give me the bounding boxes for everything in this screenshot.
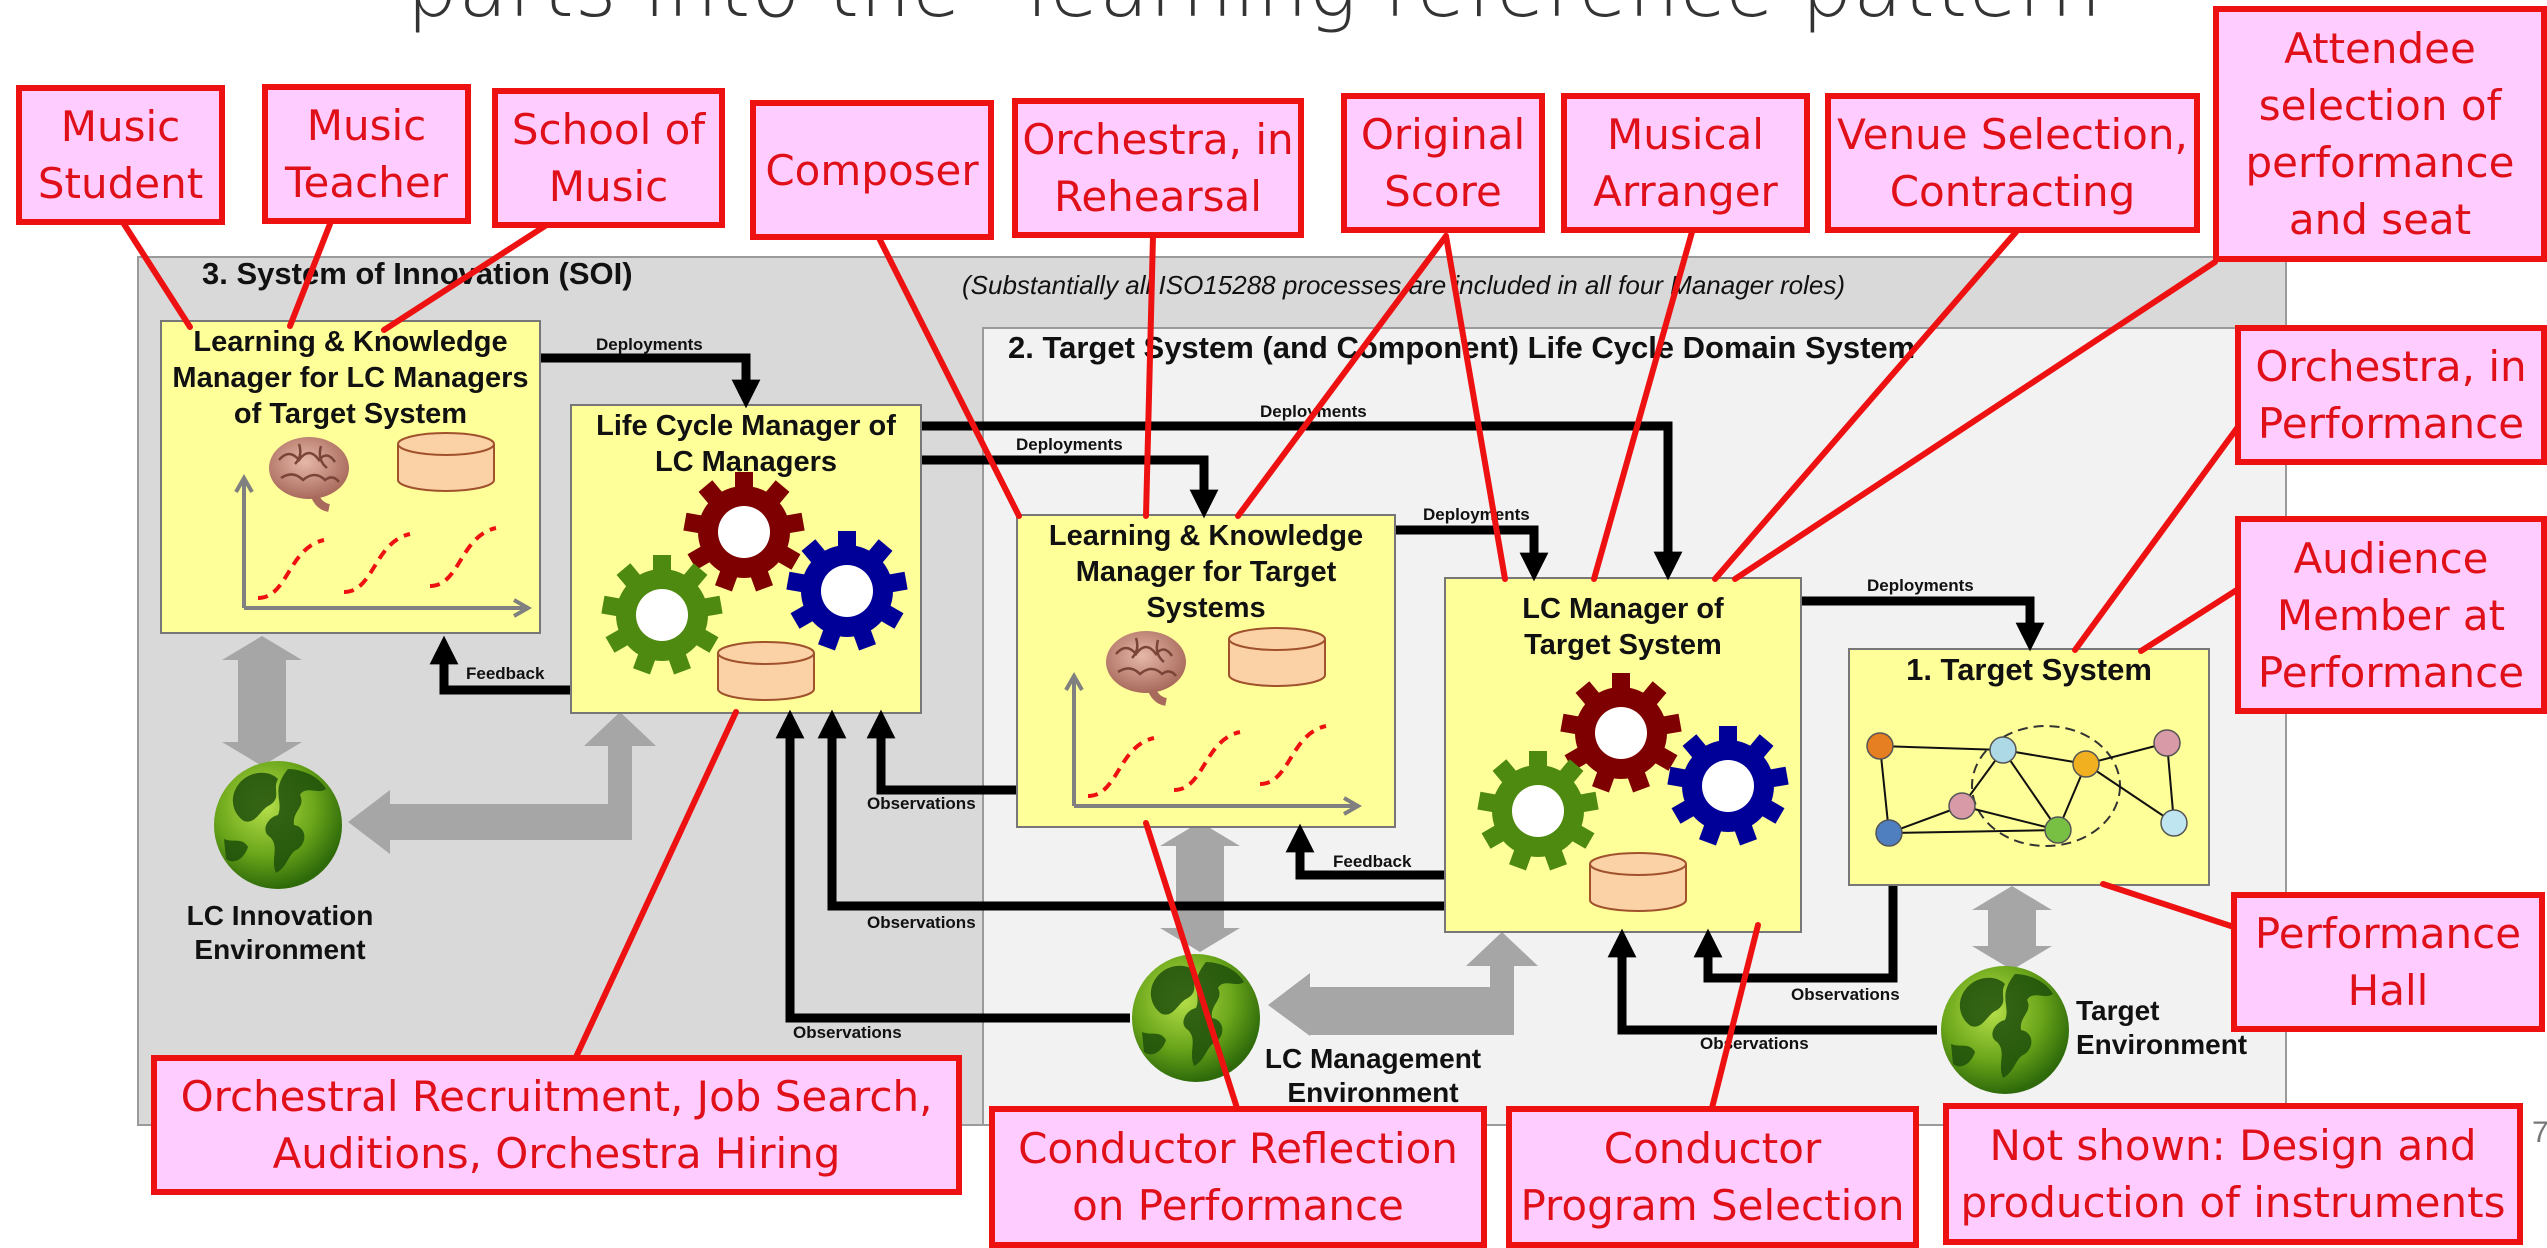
flow-label-observations: Observations (867, 913, 976, 932)
flow-label-deployments: Deployments (1016, 435, 1123, 454)
callout-school-of-music: School of Music (492, 88, 725, 228)
callout-orchestra-performance: Orchestra, in Performance (2235, 325, 2547, 465)
callout-orchestra-rehearsal: Orchestra, in Rehearsal (1012, 98, 1304, 238)
lk-manager-lc-managers-title: Learning & Knowledge Manager for LC Mana… (172, 326, 529, 430)
slide-title: parts into the "learning reference patte… (0, 0, 2547, 35)
callout-original-score: Original Score (1341, 93, 1545, 233)
lc-manager-target-title: LC Manager of Target System (1522, 593, 1724, 661)
flow-label-deployments: Deployments (1260, 402, 1367, 421)
target-domain-title: 2. Target System (and Component) Life Cy… (1008, 330, 1916, 365)
callout-not-shown: Not shown: Design and production of inst… (1943, 1103, 2523, 1245)
lk-manager-lc-managers-box: Learning & Knowledge Manager for LC Mana… (160, 320, 541, 634)
target-system-title: 1. Target System (1906, 652, 2152, 687)
flow-label-feedback: Feedback (466, 664, 545, 683)
callout-performance-hall: Performance Hall (2231, 892, 2545, 1032)
flow-label-observations: Observations (1791, 985, 1900, 1004)
flow-label-feedback: Feedback (1333, 852, 1412, 871)
flow-label-deployments: Deployments (1867, 576, 1974, 595)
callout-conductor-program: Conductor Program Selection (1506, 1106, 1919, 1248)
callout-venue-selection: Venue Selection, Contracting (1825, 93, 2200, 233)
lk-manager-target-title: Learning & Knowledge Manager for Target … (1048, 520, 1364, 624)
management-environment-label: LC Management Environment (1264, 1043, 1482, 1108)
soi-title: 3. System of Innovation (SOI) (202, 256, 633, 291)
lc-manager-target-box: LC Manager of Target System (1444, 577, 1802, 933)
target-environment-label: Target Environment (2076, 995, 2248, 1060)
callout-musical-arranger: Musical Arranger (1561, 93, 1810, 233)
callout-attendee-selection: Attendee selection of performance and se… (2213, 6, 2547, 262)
flow-label-deployments: Deployments (1423, 505, 1530, 524)
flow-label-observations: Observations (1700, 1034, 1809, 1053)
flow-label-deployments: Deployments (596, 335, 703, 354)
callout-audience-member: Audience Member at Performance (2235, 516, 2547, 714)
target-system-box: 1. Target System (1848, 648, 2210, 886)
flow-label-observations: Observations (793, 1023, 902, 1042)
callout-conductor-reflection: Conductor Reflection on Performance (989, 1106, 1487, 1248)
callout-composer: Composer (750, 100, 994, 240)
lcm-of-lc-managers-title: Life Cycle Manager of LC Managers (596, 410, 896, 478)
callout-music-student: Music Student (16, 85, 225, 225)
callout-music-teacher: Music Teacher (262, 84, 471, 224)
callout-orchestral-recruitment: Orchestral Recruitment, Job Search, Audi… (151, 1055, 962, 1195)
page-number: 7 (2532, 1116, 2547, 1149)
lcm-of-lc-managers-box: Life Cycle Manager of LC Managers (570, 404, 922, 714)
lk-manager-target-box: Learning & Knowledge Manager for Target … (1016, 514, 1396, 828)
soi-note: (Substantially all ISO15288 processes ar… (962, 270, 1846, 300)
innovation-environment-label: LC Innovation Environment (186, 900, 374, 965)
flow-label-observations: Observations (867, 794, 976, 813)
